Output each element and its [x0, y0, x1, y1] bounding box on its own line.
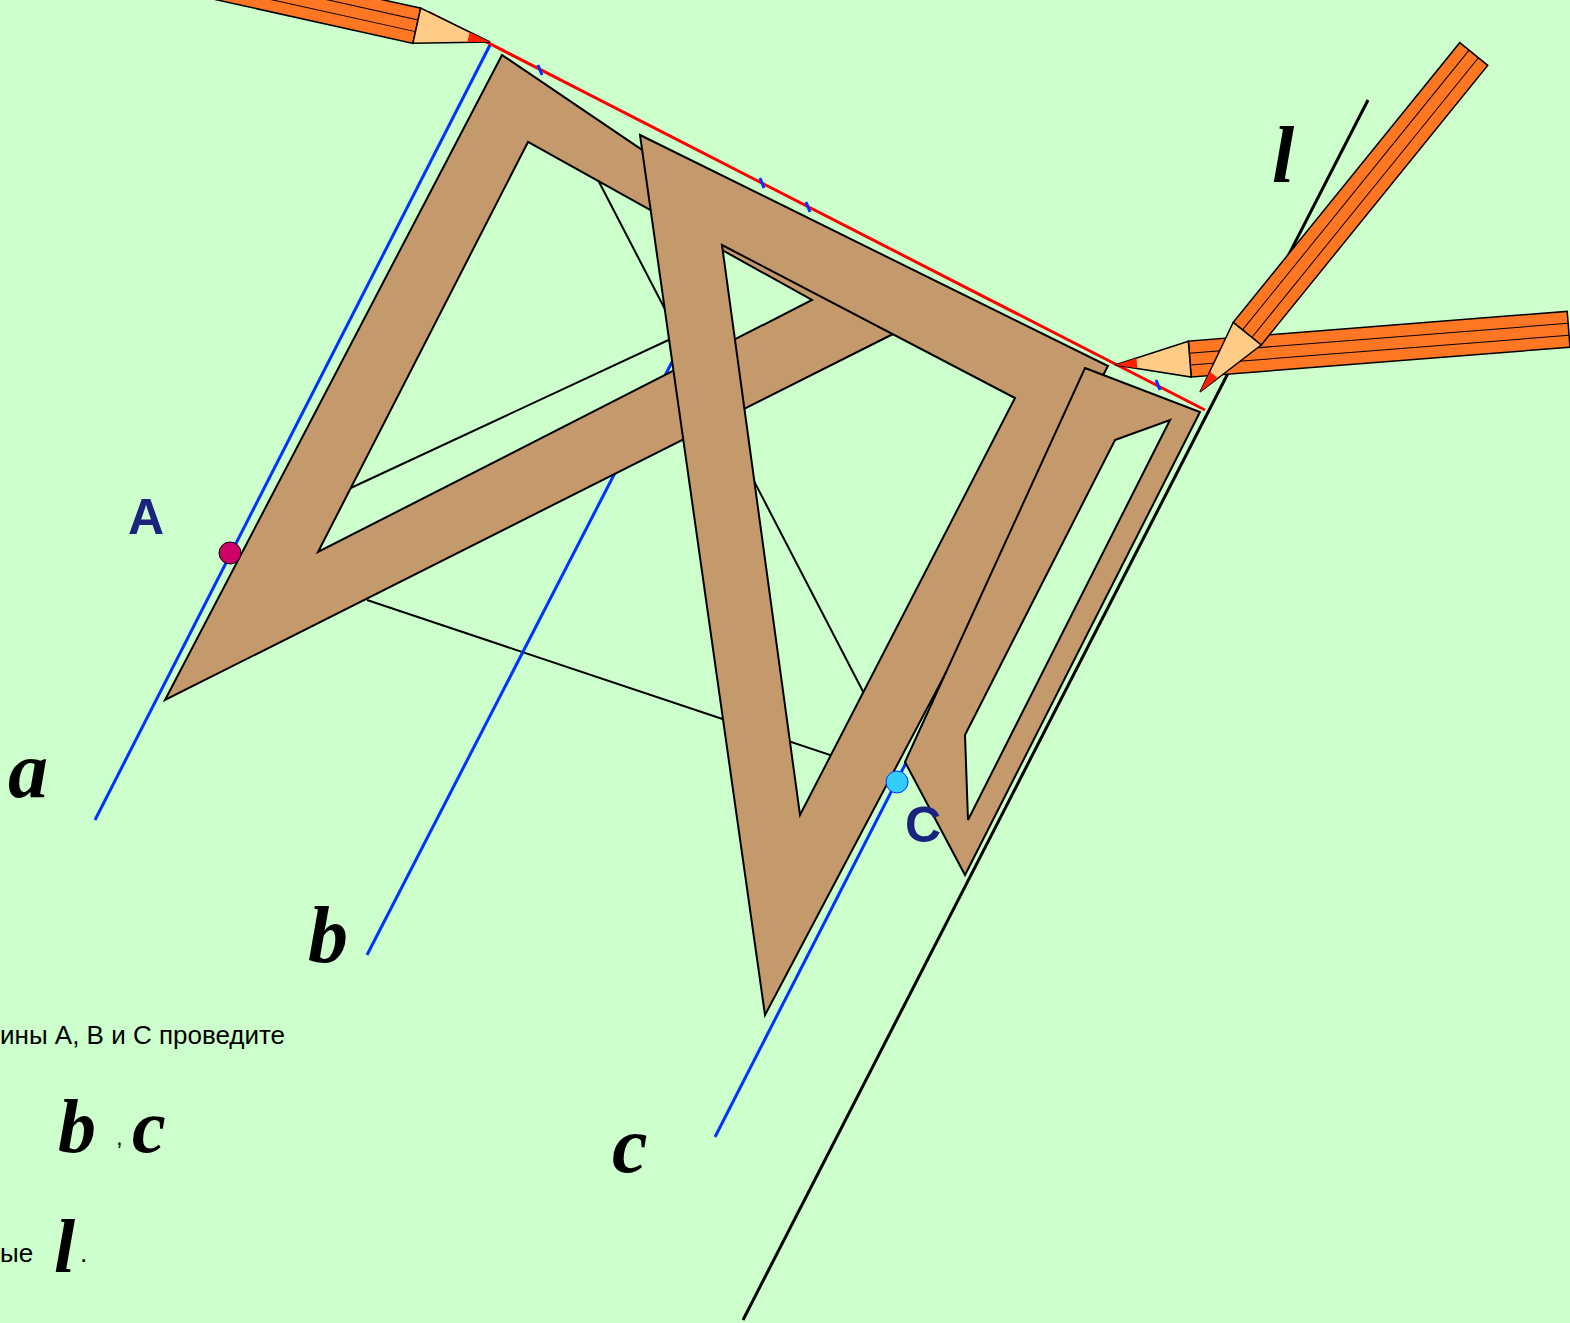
task-text: .	[80, 1240, 87, 1266]
line-label: c	[612, 1105, 648, 1185]
tick-marks	[538, 65, 1160, 390]
line-label: b	[308, 895, 348, 975]
ruler-line	[428, 12, 1205, 410]
task-text: ые	[0, 1240, 33, 1266]
formula-letter: l	[54, 1208, 75, 1284]
point-a	[219, 542, 241, 564]
line-label: l	[1272, 115, 1294, 195]
point-label: C	[905, 800, 941, 850]
task-text: ины А, В и С проведите	[0, 1022, 285, 1048]
formula-letter: b	[58, 1088, 96, 1164]
point-label: A	[128, 492, 164, 542]
line-label: a	[8, 730, 48, 810]
point-c	[886, 771, 908, 793]
set-squares	[165, 55, 1200, 1015]
pencils	[42, 0, 1570, 403]
formula-letter: c	[132, 1088, 166, 1164]
formula-comma: ,	[116, 1125, 123, 1149]
